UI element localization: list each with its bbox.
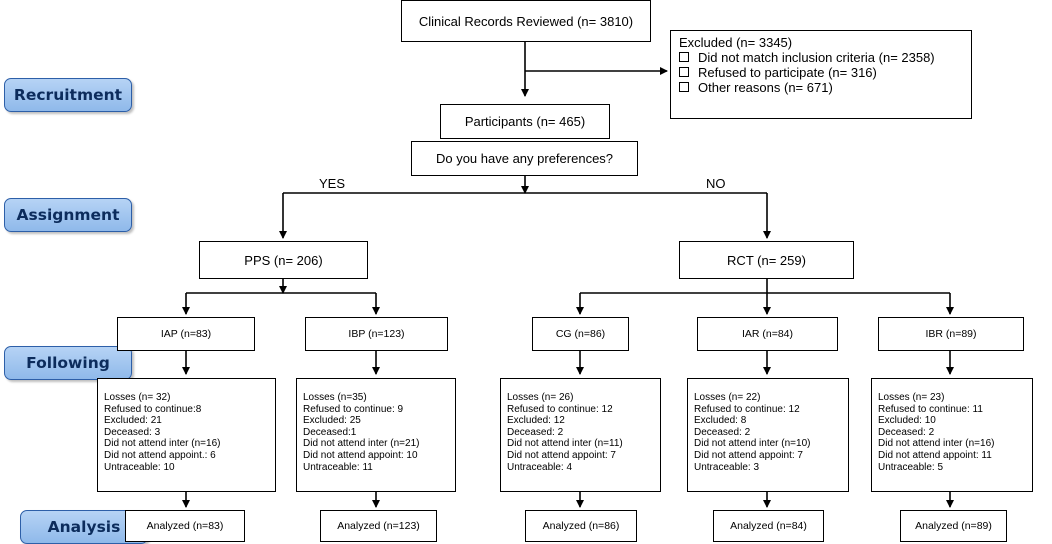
losses-line: Deceased: 2	[694, 426, 751, 438]
stage-following-label: Following	[4, 346, 132, 380]
analyzed-box-iar: Analyzed (n=84)	[713, 510, 824, 542]
analyzed-box-ibp: Analyzed (n=123)	[320, 510, 437, 542]
participants-box: Participants (n= 465)	[440, 104, 610, 139]
checkbox-icon	[679, 82, 689, 92]
losses-line: Did not attend appoint.: 6	[104, 449, 216, 461]
checkbox-icon	[679, 52, 689, 62]
excluded-item: Other reasons (n= 671)	[679, 80, 963, 95]
losses-box-cg: Losses (n= 26) Refused to continue: 12 E…	[500, 378, 661, 492]
losses-box-ibr: Losses (n= 23) Refused to continue: 11 E…	[871, 378, 1033, 492]
no-branch-label: NO	[706, 176, 726, 191]
losses-box-iap: Losses (n= 32) Refused to continue:8 Exc…	[97, 378, 276, 492]
excluded-box: Excluded (n= 3345) Did not match inclusi…	[670, 30, 972, 119]
group-box-iap: IAP (n=83)	[117, 317, 255, 351]
losses-line: Excluded: 8	[694, 415, 747, 427]
losses-line: Refused to continue: 11	[878, 403, 983, 415]
group-box-cg: CG (n=86)	[532, 317, 629, 351]
excluded-item: Refused to participate (n= 316)	[679, 65, 963, 80]
losses-line: Did not attend appoint: 10	[303, 449, 418, 461]
losses-line: Did not attend appoint: 7	[694, 449, 803, 461]
losses-line: Deceased: 2	[878, 426, 935, 438]
analyzed-box-cg: Analyzed (n=86)	[525, 510, 637, 542]
losses-line: Excluded: 25	[303, 415, 361, 427]
losses-line: Excluded: 12	[507, 415, 565, 427]
group-box-ibp: IBP (n=123)	[305, 317, 448, 351]
losses-line: Deceased: 3	[104, 426, 161, 438]
losses-line: Refused to continue: 12	[507, 403, 613, 415]
losses-line: Losses (n= 26)	[507, 392, 574, 403]
losses-line: Did not attend inter (n=16)	[104, 438, 221, 450]
pps-arm-box: PPS (n= 206)	[199, 241, 368, 279]
losses-line: Refused to continue:8	[104, 403, 202, 415]
losses-line: Untraceable: 10	[104, 461, 175, 473]
losses-line: Losses (n= 32)	[104, 392, 171, 403]
losses-line: Untraceable: 3	[694, 461, 760, 473]
losses-line: Untraceable: 5	[878, 461, 944, 473]
losses-line: Did not attend inter (n=11)	[507, 438, 623, 450]
analyzed-box-ibr: Analyzed (n=89)	[900, 510, 1007, 542]
group-box-ibr: IBR (n=89)	[878, 317, 1024, 351]
checkbox-icon	[679, 67, 689, 77]
losses-line: Excluded: 21	[104, 415, 162, 427]
losses-line: Refused to continue: 9	[303, 403, 404, 415]
losses-line: Did not attend inter (n=16)	[878, 438, 995, 450]
yes-branch-label: YES	[319, 176, 346, 191]
losses-line: Excluded: 10	[878, 415, 936, 427]
losses-line: Refused to continue: 12	[694, 403, 800, 415]
losses-line: Losses (n=35)	[303, 392, 367, 403]
preferences-question-box: Do you have any preferences?	[411, 141, 638, 176]
excluded-item: Did not match inclusion criteria (n= 235…	[679, 50, 963, 65]
losses-line: Untraceable: 4	[507, 461, 573, 473]
losses-line: Did not attend appoint: 7	[507, 449, 616, 461]
losses-line: Did not attend appoint: 11	[878, 449, 992, 461]
losses-line: Untraceable: 11	[303, 461, 373, 473]
records-reviewed-box: Clinical Records Reviewed (n= 3810)	[401, 0, 651, 42]
group-box-iar: IAR (n=84)	[697, 317, 838, 351]
losses-line: Did not attend inter (n=10)	[694, 438, 811, 450]
losses-box-iar: Losses (n= 22) Refused to continue: 12 E…	[687, 378, 849, 492]
losses-line: Losses (n= 23)	[878, 392, 945, 403]
losses-line: Did not attend inter (n=21)	[303, 438, 420, 450]
stage-assignment-label: Assignment	[4, 198, 132, 232]
losses-line: Deceased:1	[303, 426, 357, 438]
analyzed-box-iap: Analyzed (n=83)	[125, 510, 245, 542]
excluded-title: Excluded (n= 3345)	[679, 35, 793, 50]
stage-recruitment-label: Recruitment	[4, 78, 132, 112]
losses-box-ibp: Losses (n=35) Refused to continue: 9 Exc…	[296, 378, 456, 492]
losses-line: Deceased: 2	[507, 426, 564, 438]
rct-arm-box: RCT (n= 259)	[679, 241, 854, 279]
losses-line: Losses (n= 22)	[694, 392, 761, 403]
